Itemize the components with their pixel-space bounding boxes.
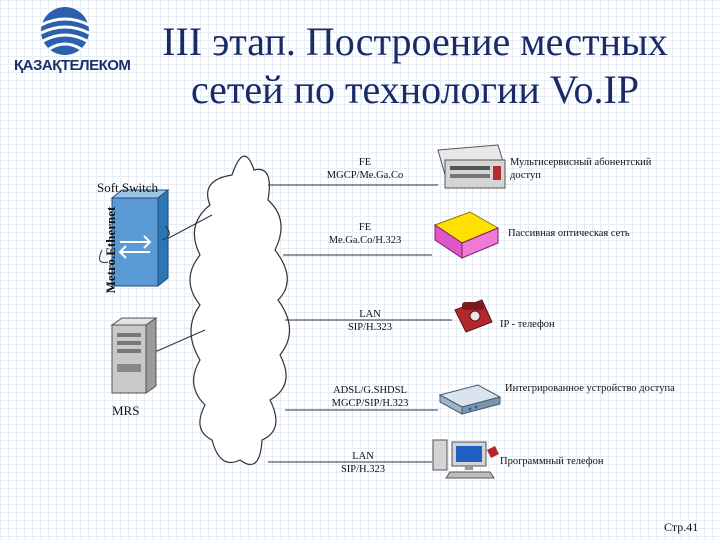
softphone-pc-icon [432, 439, 499, 479]
link-label-4-line2: MGCP/SIP/H.323 [331, 398, 409, 409]
link-label-2-line1: FE [358, 222, 372, 233]
link-label-1: FE MGCP/Me.Ga.Co [305, 156, 425, 182]
ip-phone-icon [454, 299, 493, 333]
metro-ethernet-label: Metro.Ethernet [103, 206, 118, 294]
device-label-access-device: Интегрированное устройство доступа [505, 383, 675, 394]
modem-icon [438, 384, 502, 415]
page-number: Стр.41 [664, 520, 699, 534]
link-label-3-line2: SIP/H.323 [347, 322, 393, 333]
device-label-softphone: Программный телефон [500, 456, 604, 467]
mrs-label: MRS [112, 403, 140, 418]
link-label-1-line2: MGCP/Me.Ga.Co [326, 170, 404, 181]
softswitch-label: Soft.Switch [97, 180, 159, 195]
link-label-4: ADSL/G.SHDSL MGCP/SIP/H.323 [305, 384, 435, 410]
pon-icon [433, 211, 500, 259]
link-label-4-line1: ADSL/G.SHDSL [333, 385, 407, 396]
link-mrs [147, 329, 206, 356]
slide-title: III этап. Построение местных сетей по те… [120, 18, 710, 114]
link-label-3-line1: LAN [359, 309, 381, 320]
link-label-2: FE Me.Ga.Co/H.323 [305, 221, 425, 247]
device-label-pon: Пассивная оптическая сеть [508, 228, 630, 239]
kazakhtelecom-logo: ҚАЗАҚТЕЛЕКОМ [10, 5, 131, 75]
device-label-multiservice: Мультисервисный абонентский доступ [510, 157, 652, 181]
link-label-5-line2: SIP/H.323 [340, 464, 386, 475]
link-label-5-line1: LAN [352, 451, 374, 462]
multiservice-access-icon [437, 144, 506, 189]
link-softswitch [164, 214, 213, 241]
logo-text: ҚАЗАҚТЕЛЕКОМ [14, 57, 131, 74]
title-line-1: III этап. Построение местных [162, 19, 668, 64]
link-label-5: LAN SIP/H.323 [303, 450, 423, 476]
link-label-3: LAN SIP/H.323 [310, 308, 430, 334]
title-line-2: сетей по технологии Vo.IP [190, 67, 640, 112]
softswitch-icon [99, 188, 170, 288]
link-label-2-line2: Me.Ga.Co/H.323 [328, 235, 402, 246]
device-label-ip-phone: IP - телефон [500, 319, 555, 330]
metro-ethernet-cloud [189, 155, 291, 465]
mrs-server-icon [110, 317, 158, 394]
link-label-1-line1: FE [358, 157, 372, 168]
